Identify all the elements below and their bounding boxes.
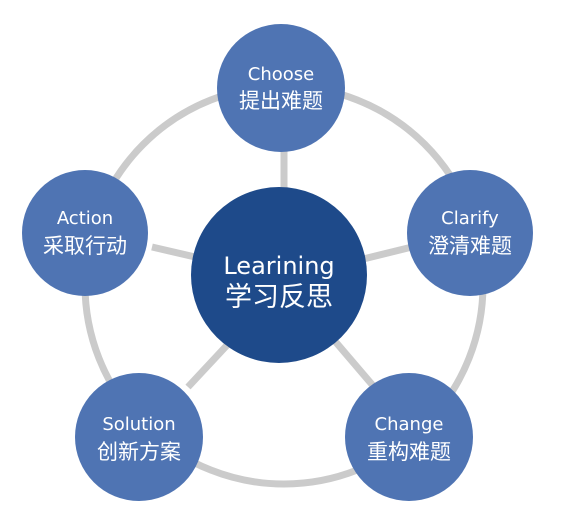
node-solution-circle	[75, 373, 203, 501]
node-action-label-en: Action	[57, 208, 113, 229]
node-solution-label-zh: 创新方案	[97, 440, 181, 464]
node-change: Change 重构难题	[345, 373, 473, 501]
node-clarify-circle	[407, 170, 533, 296]
node-solution: Solution 创新方案	[75, 373, 203, 501]
node-choose-circle	[217, 24, 345, 152]
spoke-solution	[185, 339, 233, 390]
center-title-en: Learining	[223, 252, 334, 280]
node-change-circle	[345, 373, 473, 501]
node-clarify-label-en: Clarify	[441, 208, 499, 229]
node-change-label-en: Change	[375, 414, 444, 435]
node-clarify: Clarify 澄清难题	[407, 170, 533, 296]
node-solution-label-en: Solution	[102, 414, 175, 435]
node-choose-label-zh: 提出难题	[239, 89, 323, 113]
node-clarify-label-zh: 澄清难题	[428, 234, 512, 258]
node-action-circle	[22, 170, 148, 296]
node-action: Action 采取行动	[22, 170, 148, 296]
node-choose-label-en: Choose	[248, 64, 314, 85]
node-action-label-zh: 采取行动	[43, 234, 127, 258]
node-choose: Choose 提出难题	[217, 24, 345, 152]
center-title-zh: 学习反思	[225, 282, 333, 313]
center-node: Learining 学习反思	[191, 187, 367, 363]
spoke-change	[331, 337, 378, 391]
node-change-label-zh: 重构难题	[367, 440, 451, 464]
center-node-circle	[191, 187, 367, 363]
